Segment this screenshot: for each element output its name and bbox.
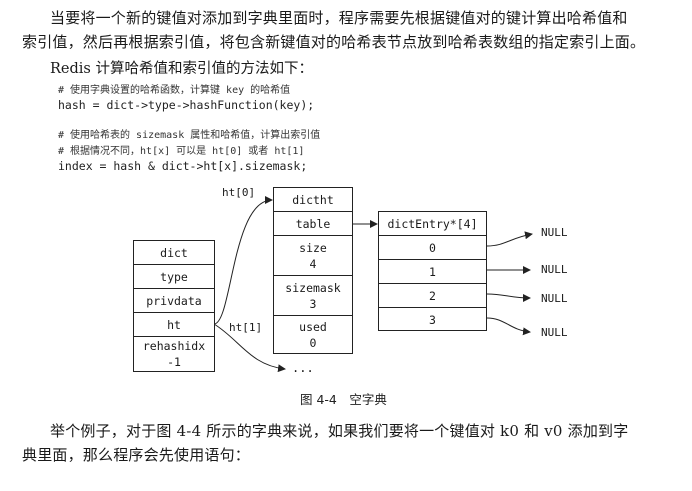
dictentry-index-0: 0 xyxy=(379,236,486,260)
null-label-2: NULL xyxy=(541,292,568,305)
dictentry-array: dictEntry*[4] 0 1 2 3 xyxy=(378,211,487,331)
dict-struct: dict type privdata ht rehashidx -1 xyxy=(133,240,215,372)
null-label-0: NULL xyxy=(541,226,568,239)
arrow-entry-2 xyxy=(486,293,531,302)
section-heading: Redis 计算哈希值和索引值的方法如下： xyxy=(50,61,313,77)
dictht-cell-used: used 0 xyxy=(299,319,327,350)
dictht-struct: dictht table size 4 sizemask 3 used 0 xyxy=(273,187,353,354)
intro-line-1: 当要将一个新的键值对添加到字典里面时，程序需要先根据键值对的键计算出哈希值和 xyxy=(50,9,628,27)
intro-line-2: 索引值，然后再根据索引值，将包含新键值对的哈希表节点放到哈希表数组的指定索引上面… xyxy=(22,33,646,51)
null-label-1: NULL xyxy=(541,263,568,276)
arrow-ht0 xyxy=(213,196,273,325)
arrow-entry-0 xyxy=(486,231,533,247)
dictentry-index-2: 2 xyxy=(379,284,486,308)
outro-paragraph: 举个例子，对于图 4-4 所示的字典来说，如果我们要将一个键值对 k0 和 v0… xyxy=(22,419,677,467)
code-block-index: # 使用哈希表的 sizemask 属性和哈希值，计算出索引值 # 根据情况不同… xyxy=(58,127,320,174)
dict-cell-type: type xyxy=(134,265,214,289)
dictentry-index-1: 1 xyxy=(379,260,486,284)
code-comment-1: # 使用字典设置的哈希函数，计算键 key 的哈希值 xyxy=(58,85,291,96)
arrow-entry-3 xyxy=(486,317,531,336)
dict-cell-privdata: privdata xyxy=(134,289,214,313)
dict-cell-rehashidx: rehashidx -1 xyxy=(142,339,206,369)
code-line-1: hash = dict->type->hashFunction(key); xyxy=(58,98,315,112)
code-comment-3: # 根据情况不同，ht[x] 可以是 ht[0] 或者 ht[1] xyxy=(58,146,305,157)
ht1-label: ht[1] xyxy=(229,321,263,334)
code-comment-2: # 使用哈希表的 sizemask 属性和哈希值，计算出索引值 xyxy=(58,130,321,141)
dictentry-index-3: 3 xyxy=(429,313,436,327)
code-block-hash: # 使用字典设置的哈希函数，计算键 key 的哈希值 hash = dict->… xyxy=(58,82,314,113)
ellipsis-label: ... xyxy=(292,361,314,375)
dictht-cell-table: table xyxy=(274,212,352,236)
null-label-3: NULL xyxy=(541,326,568,339)
dict-cell-name: dict xyxy=(134,241,214,265)
figure-caption: 图 4-4 空字典 xyxy=(300,392,387,407)
intro-paragraph: 当要将一个新的键值对添加到字典里面时，程序需要先根据键值对的键计算出哈希值和 索… xyxy=(22,6,677,54)
code-line-2: index = hash & dict->ht[x].sizemask; xyxy=(58,159,308,173)
dictht-cell-sizemask: sizemask 3 xyxy=(274,276,352,316)
arrow-ht1 xyxy=(213,323,286,373)
dictht-cell-size: size 4 xyxy=(274,236,352,276)
dictht-cell-name: dictht xyxy=(274,188,352,212)
ht0-label: ht[0] xyxy=(222,186,256,199)
outro-line-2: 典里面，那么程序会先使用语句： xyxy=(22,446,251,464)
dictentry-header: dictEntry*[4] xyxy=(379,212,486,236)
dict-cell-ht: ht xyxy=(134,313,214,337)
outro-line-1: 举个例子，对于图 4-4 所示的字典来说，如果我们要将一个键值对 k0 和 v0… xyxy=(50,422,629,440)
